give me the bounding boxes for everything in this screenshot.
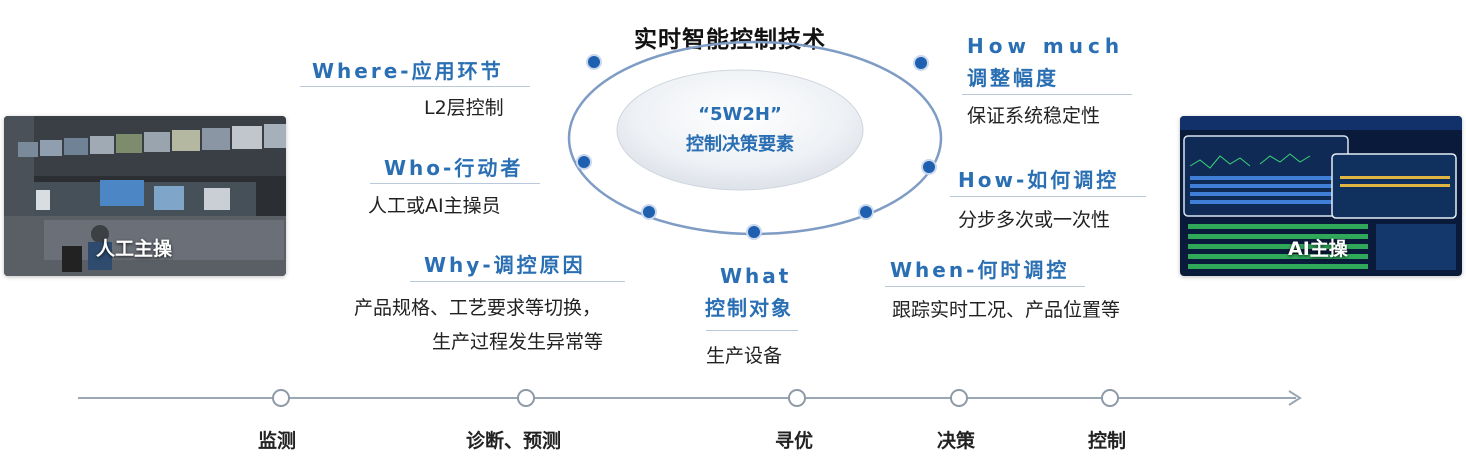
why-underline <box>410 281 625 282</box>
how-much-heading-line2: 调整幅度 <box>967 66 1059 90</box>
manual-operator-photo: 人工主操 <box>4 116 286 276</box>
ring-node <box>858 204 874 220</box>
what-underline <box>706 330 798 331</box>
timeline-node <box>1101 389 1119 407</box>
who-heading: Who-行动者 <box>384 156 524 180</box>
stage-monitor: 监测 <box>258 430 297 452</box>
ring-node <box>576 154 592 170</box>
ring-node <box>921 159 937 175</box>
ai-operator-label: AI主操 <box>1288 238 1348 260</box>
diagram-title: 实时智能控制技术 <box>634 27 826 53</box>
ring-node <box>641 204 657 220</box>
ring-node <box>746 224 762 240</box>
stage-diagnose-predict: 诊断、预测 <box>466 430 562 452</box>
what-body: 生产设备 <box>706 345 783 367</box>
how-much-underline <box>962 94 1132 95</box>
ring-node <box>913 55 929 71</box>
where-heading: Where-应用环节 <box>312 59 504 83</box>
stage-decide: 决策 <box>937 430 976 452</box>
timeline-node <box>272 389 290 407</box>
center-label: “5W2H” 控制决策要素 <box>640 100 840 160</box>
stage-control: 控制 <box>1088 430 1127 452</box>
ai-operator-photo: AI主操 <box>1180 116 1462 276</box>
how-much-body: 保证系统稳定性 <box>967 105 1101 127</box>
center-label-line1: “5W2H” <box>698 104 782 125</box>
how-heading: How-如何调控 <box>958 168 1120 192</box>
what-heading-line1: What <box>720 264 792 288</box>
who-underline <box>370 183 540 184</box>
what-heading-line2: 控制对象 <box>705 296 793 320</box>
when-heading: When-何时调控 <box>890 258 1070 282</box>
how-much-heading-line1: How much <box>967 34 1125 58</box>
ring-node <box>586 54 602 70</box>
how-body: 分步多次或一次性 <box>958 209 1111 231</box>
when-body: 跟踪实时工况、产品位置等 <box>892 299 1121 321</box>
timeline-node <box>950 389 968 407</box>
where-underline <box>300 86 530 87</box>
why-body-line1: 产品规格、工艺要求等切换， <box>354 297 602 319</box>
who-body: 人工或AI主操员 <box>368 195 501 217</box>
center-label-line2: 控制决策要素 <box>686 134 794 155</box>
ai-dashboard-image <box>1180 116 1462 276</box>
why-heading: Why-调控原因 <box>424 253 586 277</box>
timeline-node <box>788 389 806 407</box>
how-underline <box>950 196 1146 197</box>
timeline-arrow <box>1288 390 1302 406</box>
manual-operator-label: 人工主操 <box>96 238 173 260</box>
timeline-node <box>517 389 535 407</box>
where-body: L2层控制 <box>424 97 504 119</box>
center-ellipse <box>616 69 864 191</box>
control-room-image <box>4 116 286 276</box>
stage-optimize: 寻优 <box>775 430 814 452</box>
when-underline <box>885 286 1085 287</box>
why-body-line2: 生产过程发生异常等 <box>432 331 604 353</box>
